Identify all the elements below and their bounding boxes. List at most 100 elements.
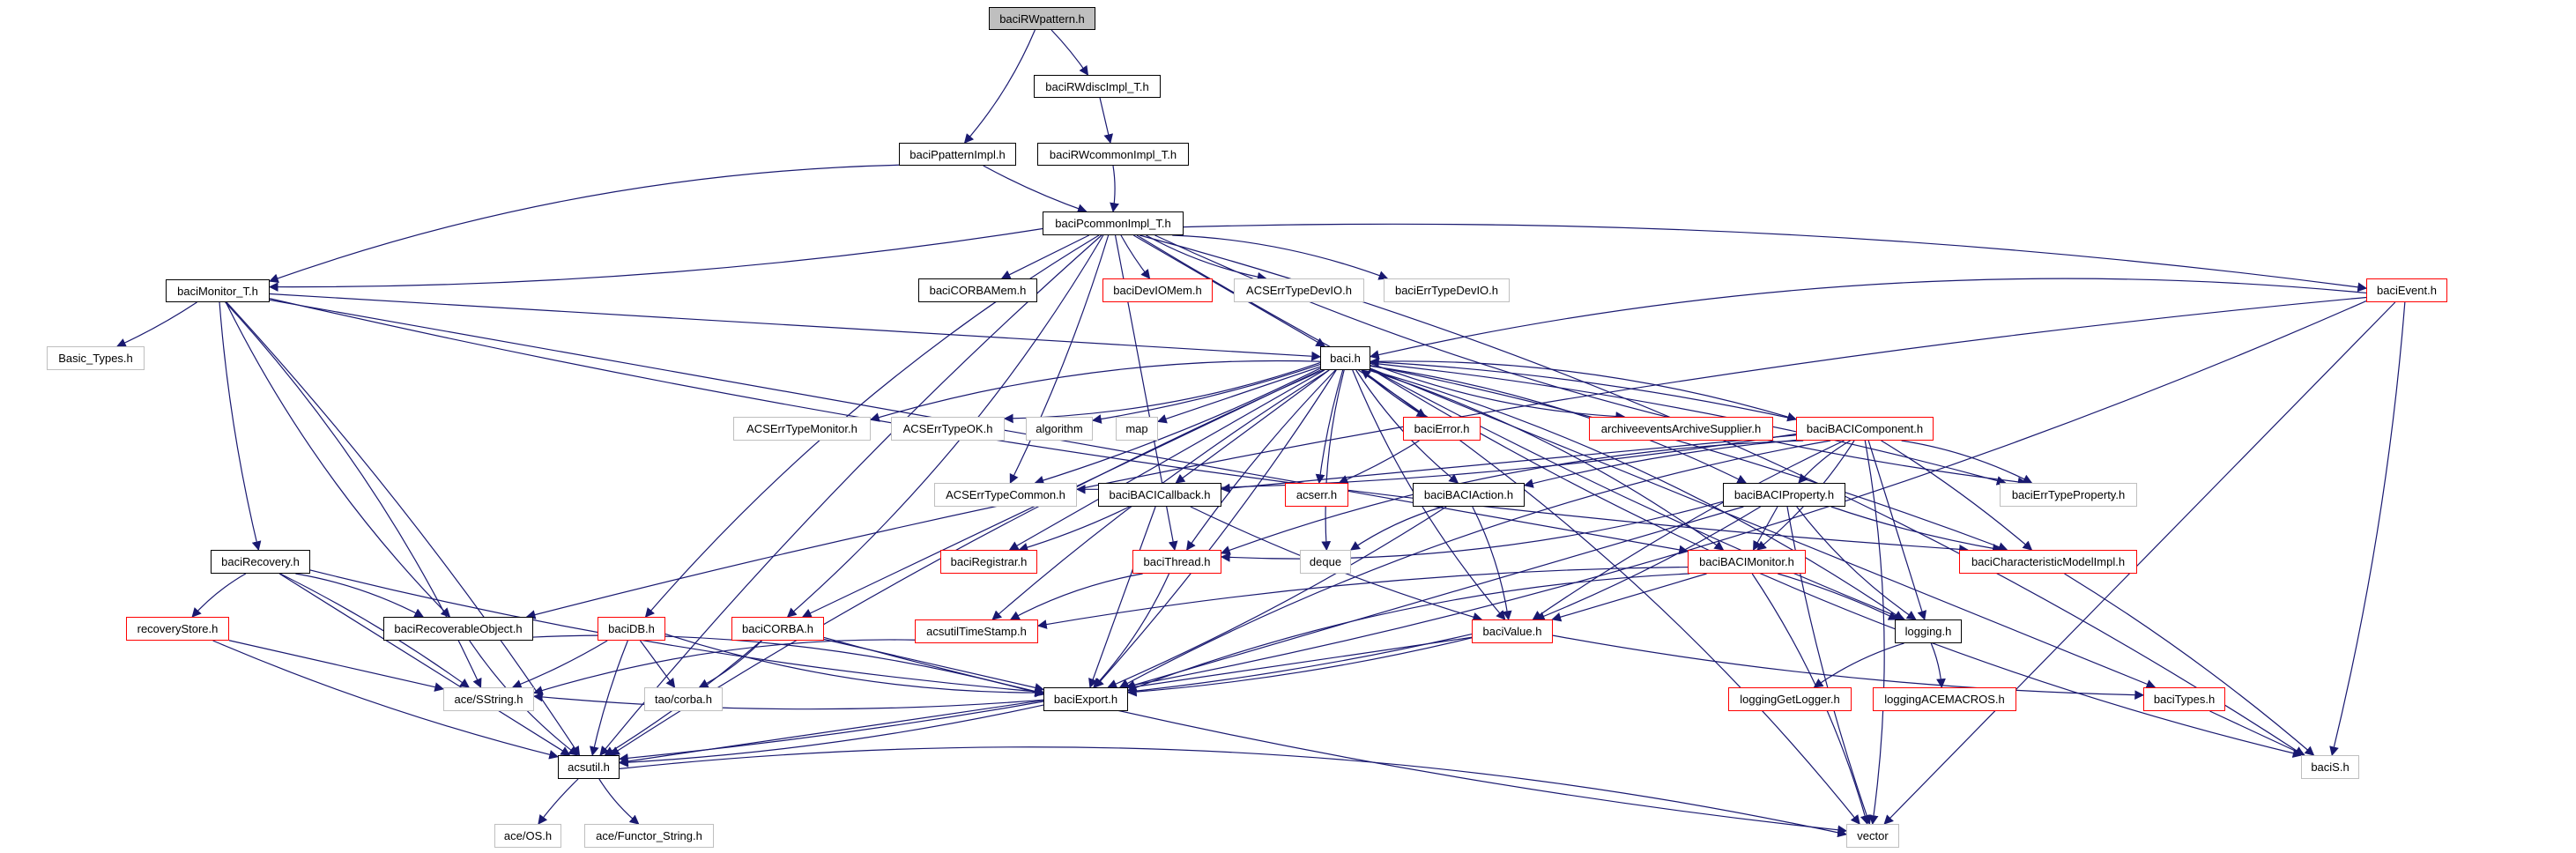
node-bacierror[interactable]: baciError.h bbox=[1403, 417, 1481, 441]
node-bacicorba[interactable]: baciCORBA.h bbox=[731, 617, 824, 641]
edge-baciMonitor_T-to-baciRecoverableObject bbox=[225, 301, 451, 618]
edge-baciBACIComponent-to-baciBACIAction bbox=[1523, 439, 1797, 488]
node-acserrtypeok: ACSErrTypeOK.h bbox=[891, 417, 1005, 441]
edge-baci-to-baciBACIComponent bbox=[1370, 360, 1798, 422]
node-logging[interactable]: logging.h bbox=[1895, 619, 1962, 643]
node-bacidb[interactable]: baciDB.h bbox=[598, 617, 665, 641]
node-acsutil[interactable]: acsutil.h bbox=[558, 755, 620, 779]
edge-baciPcommonImpl_T-to-baciThread bbox=[1114, 234, 1178, 552]
edge-baciError-to-baci bbox=[1361, 369, 1426, 418]
edge-baciValue-to-baciTypes bbox=[1552, 634, 2145, 700]
edge-baci-to-map bbox=[1156, 366, 1321, 424]
edge-baciBACIProperty-to-baciThread bbox=[1220, 501, 1724, 562]
edge-baci-to-deque bbox=[1321, 369, 1345, 552]
edge-baci-to-baciTypes bbox=[1370, 367, 2157, 689]
node-basic-types: Basic_Types.h bbox=[47, 346, 145, 370]
node-bacibacicallback[interactable]: baciBACICallback.h bbox=[1098, 483, 1221, 507]
node-loggingacemacros[interactable]: loggingACEMACROS.h bbox=[1873, 687, 2016, 711]
edge-baciBACIComponent-to-baciThread bbox=[1220, 440, 1804, 555]
edge-baci-to-baciErrTypeProperty bbox=[1370, 362, 2007, 486]
edge-baciBACIComponent-to-baciBACIProperty bbox=[1798, 440, 1851, 484]
node-bacivalue[interactable]: baciValue.h bbox=[1472, 619, 1553, 643]
node-bacithread[interactable]: baciThread.h bbox=[1132, 550, 1221, 574]
edge-baciDB-to-aceSString bbox=[511, 640, 608, 689]
edge-baciBACIComponent-to-baciValue bbox=[1532, 440, 1845, 620]
node-baciregistrar[interactable]: baciRegistrar.h bbox=[940, 550, 1037, 574]
node-bacibacimonitor[interactable]: baciBACIMonitor.h bbox=[1688, 550, 1806, 574]
node-bacirecoverableobject[interactable]: baciRecoverableObject.h bbox=[383, 617, 533, 641]
edge-baciBACIProperty-to-baciExport bbox=[1125, 506, 1744, 690]
edge-baciBACIProperty-to-baciCharacteristicModelImpl bbox=[1830, 506, 2002, 553]
edge-baciMonitor_T-to-baciRecovery bbox=[219, 301, 262, 552]
node-vector: vector bbox=[1846, 824, 1899, 848]
edge-baciDB-to-taoCorba bbox=[639, 640, 676, 688]
edge-baciBACIComponent-to-baciCharacteristicModelImpl bbox=[1881, 440, 2033, 551]
edge-baciPcommonImpl_T-to-ACSErrTypeDevIO bbox=[1146, 234, 1267, 282]
node-acserrtypemonitor: ACSErrTypeMonitor.h bbox=[733, 417, 871, 441]
edge-baciPpatternImpl-to-baciMonitor_T bbox=[268, 164, 900, 283]
node-bacideviomem[interactable]: baciDevIOMem.h bbox=[1102, 278, 1213, 302]
edge-baciMonitor_T-to-baciCharacteristicModelImpl bbox=[269, 298, 1969, 554]
edge-baciBACIComponent-to-baciBACICallback bbox=[1220, 434, 1797, 493]
edge-acsutil-to-aceOS bbox=[538, 778, 579, 825]
node-bacicorbamem[interactable]: baciCORBAMem.h bbox=[918, 278, 1037, 302]
node-bacibacicomponent[interactable]: baciBACIComponent.h bbox=[1796, 417, 1934, 441]
node-aceos: ace/OS.h bbox=[494, 824, 561, 848]
edge-baciThread-to-acsutilTimeStamp bbox=[1009, 573, 1143, 620]
edge-baciRecovery-to-acsutil bbox=[278, 573, 571, 756]
node-bacicharacteristicmodelimpl[interactable]: baciCharacteristicModelImpl.h bbox=[1959, 550, 2137, 574]
edge-baciBACIMonitor-to-baciExport bbox=[1126, 573, 1690, 693]
edge-baci-to-ACSErrTypeCommon bbox=[1034, 367, 1321, 486]
edge-baciRWdiscImpl_T-to-baciRWcommonImpl_T bbox=[1099, 97, 1114, 145]
node-algorithm: algorithm bbox=[1026, 417, 1093, 441]
node-baciexport[interactable]: baciExport.h bbox=[1043, 687, 1128, 711]
node-bacippatternimpl[interactable]: baciPpatternImpl.h bbox=[899, 143, 1016, 166]
node-bacipcommonimpl-t[interactable]: baciPcommonImpl_T.h bbox=[1043, 211, 1184, 235]
edge-baciPcommonImpl_T-to-baciEvent bbox=[1183, 223, 2368, 293]
node-logginggetlogger[interactable]: loggingGetLogger.h bbox=[1728, 687, 1852, 711]
node-recoverystore[interactable]: recoveryStore.h bbox=[126, 617, 229, 641]
edge-baciBACIMonitor-to-baciValue bbox=[1551, 573, 1707, 622]
edge-baciPcommonImpl_T-to-baciDevIOMem bbox=[1120, 234, 1151, 279]
edge-baciRecovery-to-baciRecoverableObject bbox=[295, 573, 425, 618]
node-taocorba: tao/corba.h bbox=[644, 687, 723, 711]
node-bacierrtypedevio: baciErrTypeDevIO.h bbox=[1384, 278, 1510, 302]
node-bacirwpattern[interactable]: baciRWpattern.h bbox=[989, 7, 1095, 30]
edge-baciBACIComponent-to-baciErrTypeProperty bbox=[1901, 440, 2033, 484]
edge-baciBACIComponent-to-baciExport bbox=[1118, 440, 1831, 688]
edge-baci-to-baciBACIMonitor bbox=[1368, 369, 1725, 551]
edge-baciTypes-to-baciS bbox=[2209, 710, 2305, 756]
node-bacievent[interactable]: baciEvent.h bbox=[2366, 278, 2447, 302]
node-archiveeventsarchivesupplier[interactable]: archiveeventsArchiveSupplier.h bbox=[1589, 417, 1773, 441]
edge-baciError-to-acserr bbox=[1338, 440, 1420, 485]
edge-recoveryStore-to-aceSString bbox=[228, 640, 445, 692]
node-bacirecovery[interactable]: baciRecovery.h bbox=[211, 550, 310, 574]
edge-baciCORBA-to-baciExport bbox=[823, 638, 1045, 693]
node-bacimonitor-t[interactable]: baciMonitor_T.h bbox=[166, 279, 270, 302]
edge-baciRecovery-to-recoveryStore bbox=[191, 573, 247, 618]
edge-baciPcommonImpl_T-to-acsutil bbox=[599, 234, 1102, 756]
node-acserr[interactable]: acserr.h bbox=[1285, 483, 1348, 507]
edge-baciCharacteristicModelImpl-to-baciS bbox=[2064, 573, 2315, 756]
edge-baci-to-baciExport bbox=[1094, 369, 1337, 688]
edge-baciBACICallback-to-baciExport bbox=[1088, 506, 1156, 689]
edge-acsutil-to-vector bbox=[619, 746, 1848, 838]
node-bacitypes[interactable]: baciTypes.h bbox=[2143, 687, 2225, 711]
node-bacibaciaction[interactable]: baciBACIAction.h bbox=[1413, 483, 1525, 507]
edge-baci-to-baciBACIAction bbox=[1355, 369, 1459, 484]
edge-baciPpatternImpl-to-baciPcommonImpl_T bbox=[983, 165, 1088, 213]
edge-baci-to-ACSErrTypeMonitor bbox=[869, 360, 1321, 422]
edge-baci-to-baciRegistrar bbox=[1008, 369, 1325, 551]
edge-baciPcommonImpl_T-to-baciCORBAMem bbox=[1000, 234, 1089, 279]
node-bacirwdiscimpl-t[interactable]: baciRWdiscImpl_T.h bbox=[1034, 75, 1161, 98]
node-bacirwcommonimpl-t[interactable]: baciRWcommonImpl_T.h bbox=[1037, 143, 1189, 166]
node-bacibaciproperty[interactable]: baciBACIProperty.h bbox=[1723, 483, 1845, 507]
edge-baciBACIComponent-to-logging bbox=[1867, 440, 1927, 621]
edge-baci-to-acserr bbox=[1315, 369, 1344, 485]
node-acsutiltimestamp[interactable]: acsutilTimeStamp.h bbox=[915, 619, 1038, 643]
edge-recoveryStore-to-acsutil bbox=[212, 640, 560, 760]
node-baci[interactable]: baci.h bbox=[1320, 346, 1370, 370]
edge-baci-to-baciBACICallback bbox=[1175, 369, 1330, 484]
edge-baciPcommonImpl_T-to-baciErrTypeDevIO bbox=[1172, 234, 1389, 280]
